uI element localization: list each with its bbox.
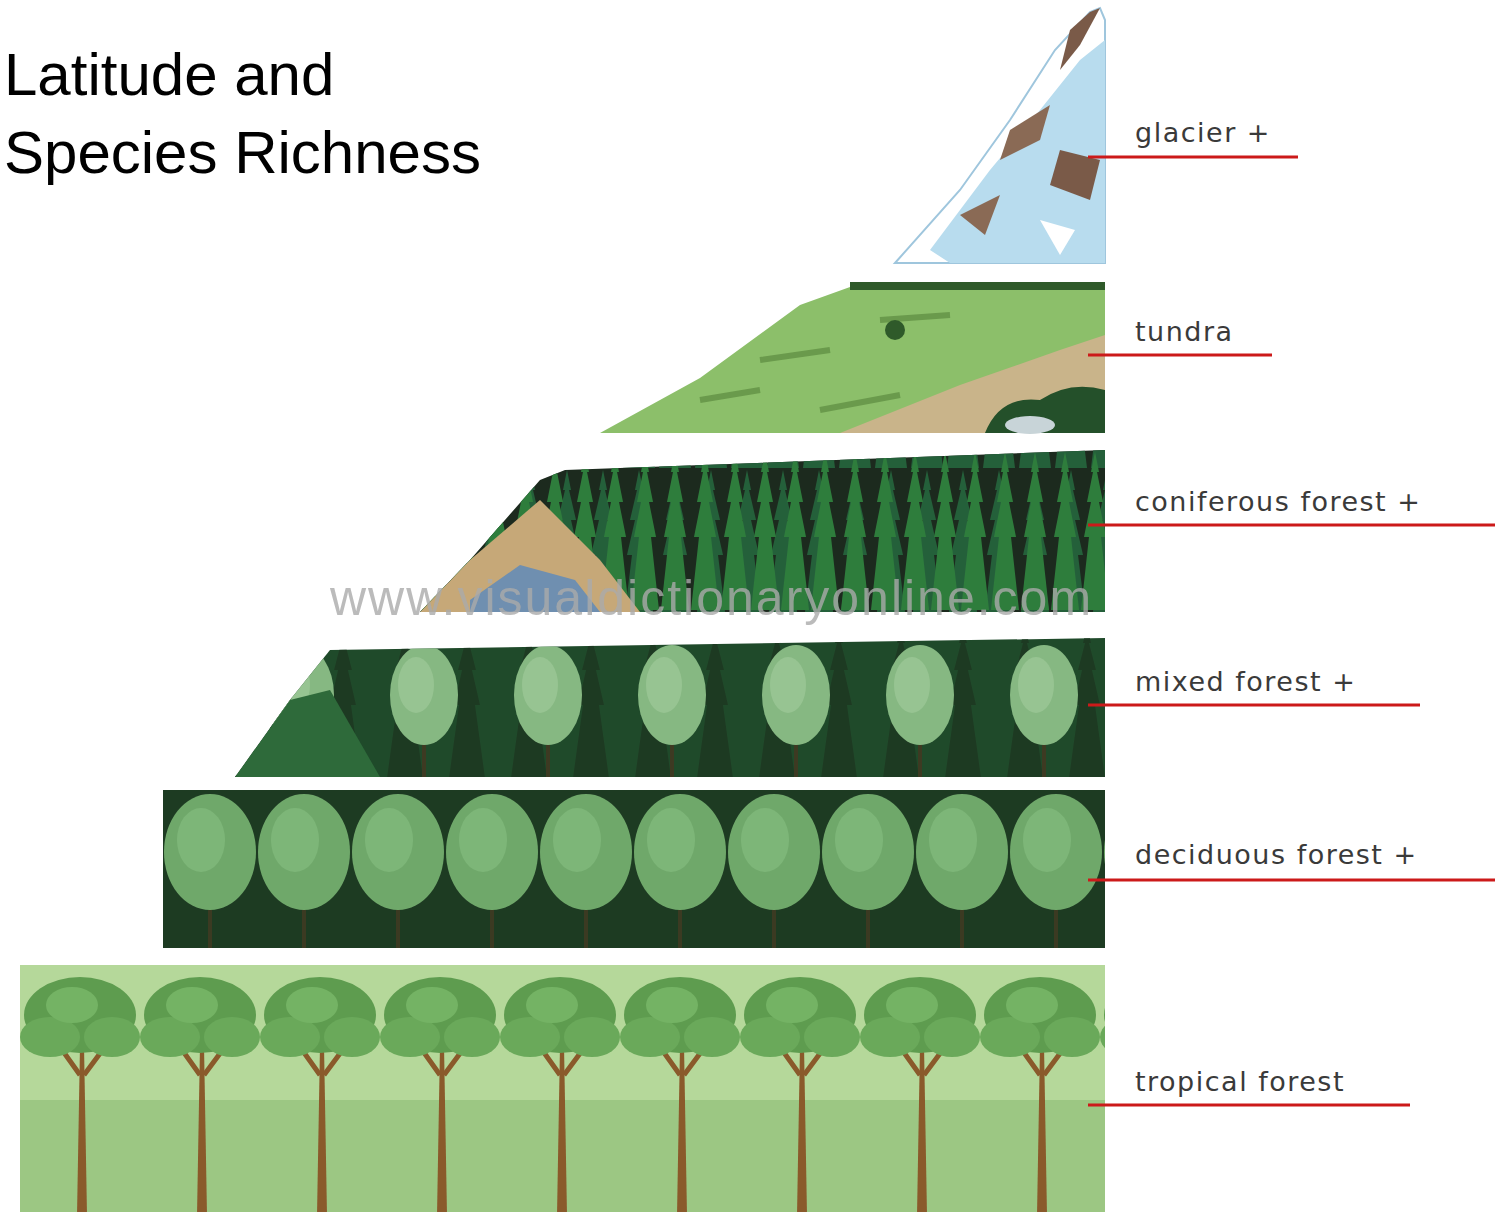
leader-line: [1088, 524, 1495, 527]
diagram-title: Latitude and Species Richness: [4, 36, 524, 192]
leader-line: [1088, 704, 1420, 707]
tundra-illustration: [600, 282, 1105, 434]
leader-line: [1088, 1104, 1410, 1107]
leader-line: [1088, 354, 1272, 357]
leader-lines: [1088, 157, 1495, 1105]
biome-label: glacier +: [1135, 117, 1271, 149]
biome-label: tundra: [1135, 316, 1234, 348]
biome-label: tropical forest: [1135, 1066, 1345, 1098]
deciduous-illustration: [163, 790, 1105, 948]
leader-line: [1088, 879, 1495, 882]
leader-line: [1088, 156, 1298, 159]
tropical-illustration: [20, 965, 1105, 1212]
biome-label: coniferous forest +: [1135, 486, 1421, 518]
biome-label: mixed forest +: [1135, 666, 1356, 698]
biome-label: deciduous forest +: [1135, 839, 1418, 871]
glacier-illustration: [895, 8, 1105, 263]
mixed-illustration: [235, 625, 1105, 777]
watermark: www.visualdictionaryonline.com: [330, 570, 1093, 626]
